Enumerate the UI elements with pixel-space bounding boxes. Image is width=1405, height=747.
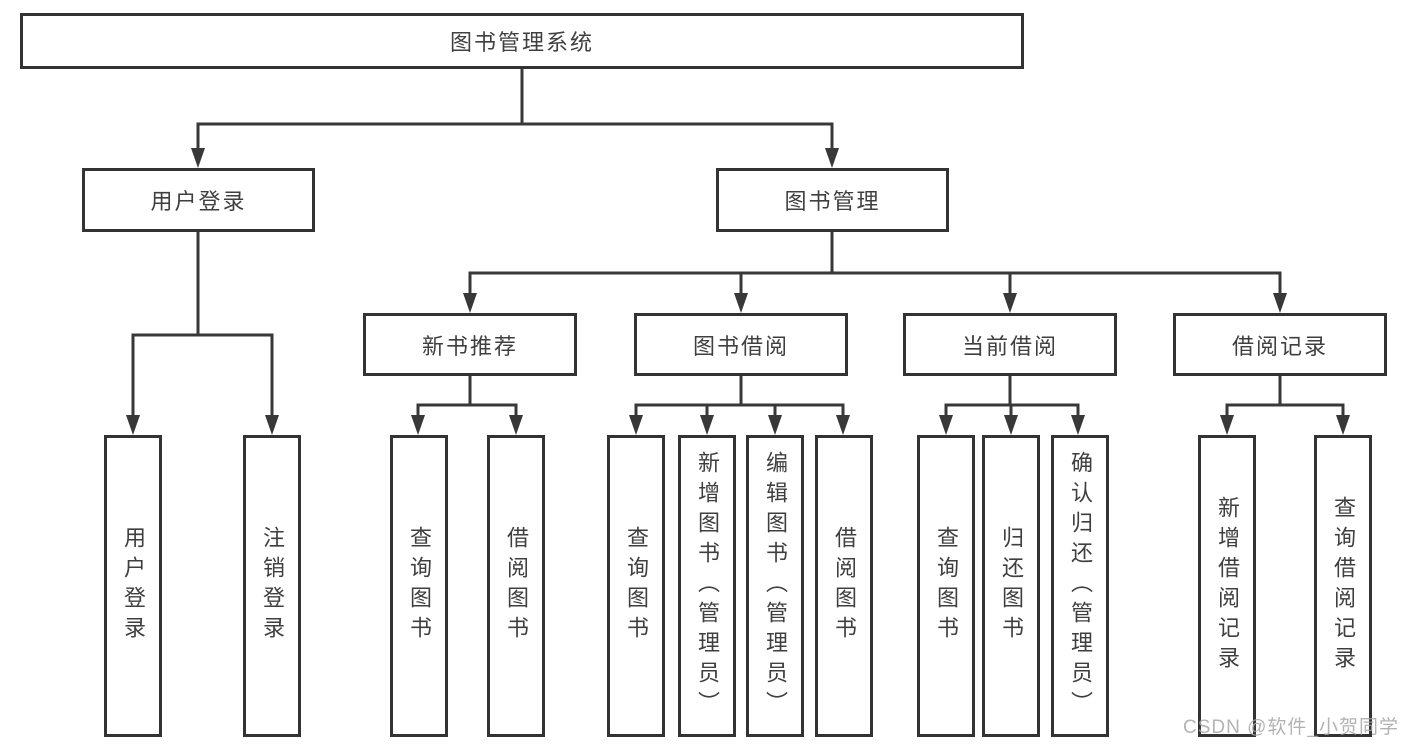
leaf-query-borrow-record-label: 查询借阅记录 [1331, 496, 1356, 676]
leaf-borrow-book-recommend-label: 借阅图书 [504, 526, 529, 646]
leaf-user-login: 用户登录 [104, 435, 162, 737]
node-new-book-recommend: 新书推荐 [363, 313, 577, 376]
node-book-borrow: 图书借阅 [634, 313, 848, 376]
node-current-borrow: 当前借阅 [903, 313, 1117, 376]
leaf-add-borrow-record-label: 新增借阅记录 [1215, 496, 1240, 676]
leaf-confirm-return-admin: 确认归还（管理员） [1051, 435, 1109, 737]
leaf-query-book-recommend: 查询图书 [390, 435, 448, 737]
tree-edges [131, 69, 1345, 417]
csdn-watermark: CSDN @软件_小贺同学 [1183, 717, 1399, 738]
leaf-edit-book-admin: 编辑图书（管理员） [746, 435, 804, 737]
leaf-query-book-borrow: 查询图书 [607, 435, 665, 737]
leaf-borrow-book-recommend: 借阅图书 [487, 435, 545, 737]
node-library-management-system: 图书管理系统 [20, 13, 1024, 69]
leaf-return-book-label: 归还图书 [999, 526, 1024, 646]
node-borrow-records: 借阅记录 [1173, 313, 1387, 376]
leaf-confirm-return-admin-label: 确认归还（管理员） [1068, 451, 1093, 721]
leaf-borrow-book-borrow-label: 借阅图书 [832, 526, 857, 646]
arrowhead-icons [126, 148, 1350, 435]
node-user-login: 用户登录 [82, 168, 315, 232]
leaf-query-book-borrow-label: 查询图书 [624, 526, 649, 646]
leaf-return-book: 归还图书 [982, 435, 1040, 737]
leaf-logout: 注销登录 [243, 435, 301, 737]
leaf-edit-book-admin-label: 编辑图书（管理员） [763, 451, 788, 721]
leaf-query-book-current: 查询图书 [917, 435, 975, 737]
leaf-borrow-book-borrow: 借阅图书 [815, 435, 873, 737]
leaf-add-book-admin: 新增图书（管理员） [678, 435, 736, 737]
leaf-logout-label: 注销登录 [260, 526, 285, 646]
node-book-management: 图书管理 [716, 168, 949, 232]
leaf-query-book-recommend-label: 查询图书 [407, 526, 432, 646]
leaf-user-login-label: 用户登录 [121, 526, 146, 646]
leaf-add-borrow-record: 新增借阅记录 [1198, 435, 1256, 737]
leaf-query-book-current-label: 查询图书 [934, 526, 959, 646]
leaf-query-borrow-record: 查询借阅记录 [1314, 435, 1372, 737]
leaf-add-book-admin-label: 新增图书（管理员） [695, 451, 720, 721]
